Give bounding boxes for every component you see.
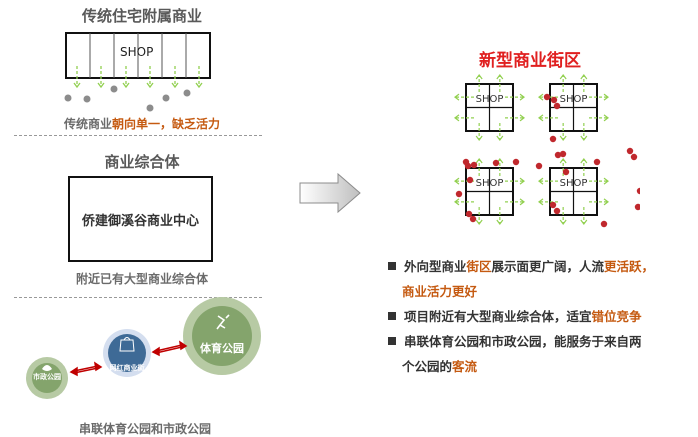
parks-caption: 串联体育公园和市政公园 [78, 422, 211, 436]
visitor-dot [636, 187, 640, 195]
visitor-dot [593, 158, 601, 166]
visitor-dot [630, 153, 638, 161]
right-arrow-icon [299, 172, 361, 214]
bullet-text: 项目附近有大型商业综合体，适宜 [404, 309, 592, 324]
municipal-park-label: 市政公园 [33, 373, 61, 381]
outward-arrows [454, 74, 525, 141]
traditional-title: 传统住宅附属商业 [81, 7, 202, 25]
bullet-square-icon [388, 262, 396, 270]
visitor-dot [512, 158, 520, 166]
visitor-dot [455, 190, 463, 198]
visitor-dot [559, 150, 567, 158]
visitor-dot [465, 210, 473, 218]
shop-label: SHOP [120, 45, 154, 59]
shop-block [549, 83, 598, 132]
visitor-dot [600, 220, 608, 228]
double-arrow [69, 340, 188, 377]
street-label: 网红商业街 [109, 364, 145, 372]
bullet-text: 错位竞争 [591, 309, 642, 324]
visitor-dot [535, 162, 543, 170]
parks-diagram [26, 297, 261, 399]
divider [14, 135, 262, 136]
visitor-dot [466, 176, 474, 184]
visitor-dot [554, 151, 562, 159]
complex-box: 侨建御溪谷商业中心 [68, 176, 213, 262]
bullet-list: 外向型商业街区展示面更广阔，人流更活跃， 商业活力更好项目附近有大型商业综合体，适… [388, 254, 654, 379]
shop-label: SHOP [475, 178, 504, 189]
visitor-dot [550, 96, 558, 104]
bullet-square-icon [388, 337, 396, 345]
bullet-text: 更活跃， [604, 259, 655, 274]
visitor-dot [553, 207, 561, 215]
visitor-dot [470, 161, 478, 169]
new-block-title: 新型商业街区 [479, 51, 581, 71]
shop-label: SHOP [559, 178, 588, 189]
bullet-item: 串联体育公园和市政公园，能服务于来自两 [388, 329, 654, 354]
bullet-text: 外向型商业 [404, 259, 467, 274]
shop-label: SHOP [475, 94, 504, 105]
bullet-text: 商业活力更好 [402, 284, 478, 299]
outward-arrows [538, 74, 609, 141]
sports-park-label: 体育公园 [200, 342, 244, 355]
visitor-dot [562, 168, 570, 176]
bullet-square-icon [388, 312, 396, 320]
bullet-text: 街区 [466, 259, 492, 274]
bullet-text: 个公园的 [402, 359, 453, 374]
shopping-bag-icon [119, 337, 135, 352]
bullet-text: 展示面更广阔，人流 [491, 259, 605, 274]
visitor-dot [543, 93, 551, 101]
complex-title: 商业综合体 [104, 153, 180, 171]
bullet-text: 串联体育公园和市政公园，能服务于来自两 [404, 334, 642, 349]
traditional-caption: 传统商业朝向单一，缺乏活力 [63, 117, 221, 131]
shop-block [465, 167, 514, 216]
outward-arrows [538, 158, 609, 225]
bullet-item: 商业活力更好 [388, 279, 654, 304]
visitor-dot [469, 215, 477, 223]
divider [14, 297, 262, 298]
bullet-item: 外向型商业街区展示面更广阔，人流更活跃， [388, 254, 654, 279]
complex-caption: 附近已有大型商业综合体 [75, 272, 208, 286]
visitor-dot [549, 135, 557, 143]
visitor-dot [626, 147, 634, 155]
tree-icon [42, 365, 52, 371]
visitor-dot [464, 162, 472, 170]
visitor-dot [553, 102, 561, 110]
visitor-dot [634, 203, 640, 211]
shop-label: SHOP [559, 94, 588, 105]
visitor-dot [492, 159, 500, 167]
shop-blocks-diagram [454, 74, 640, 228]
shop-block [549, 167, 598, 216]
shop-block [465, 83, 514, 132]
bullet-item: 项目附近有大型商业综合体，适宜错位竞争 [388, 304, 654, 329]
runner-icon [216, 314, 230, 330]
visitor-dot [549, 201, 557, 209]
bullet-text: 客流 [452, 359, 478, 374]
bullet-item: 个公园的客流 [388, 354, 654, 379]
traditional-shop-diagram [64, 32, 211, 112]
